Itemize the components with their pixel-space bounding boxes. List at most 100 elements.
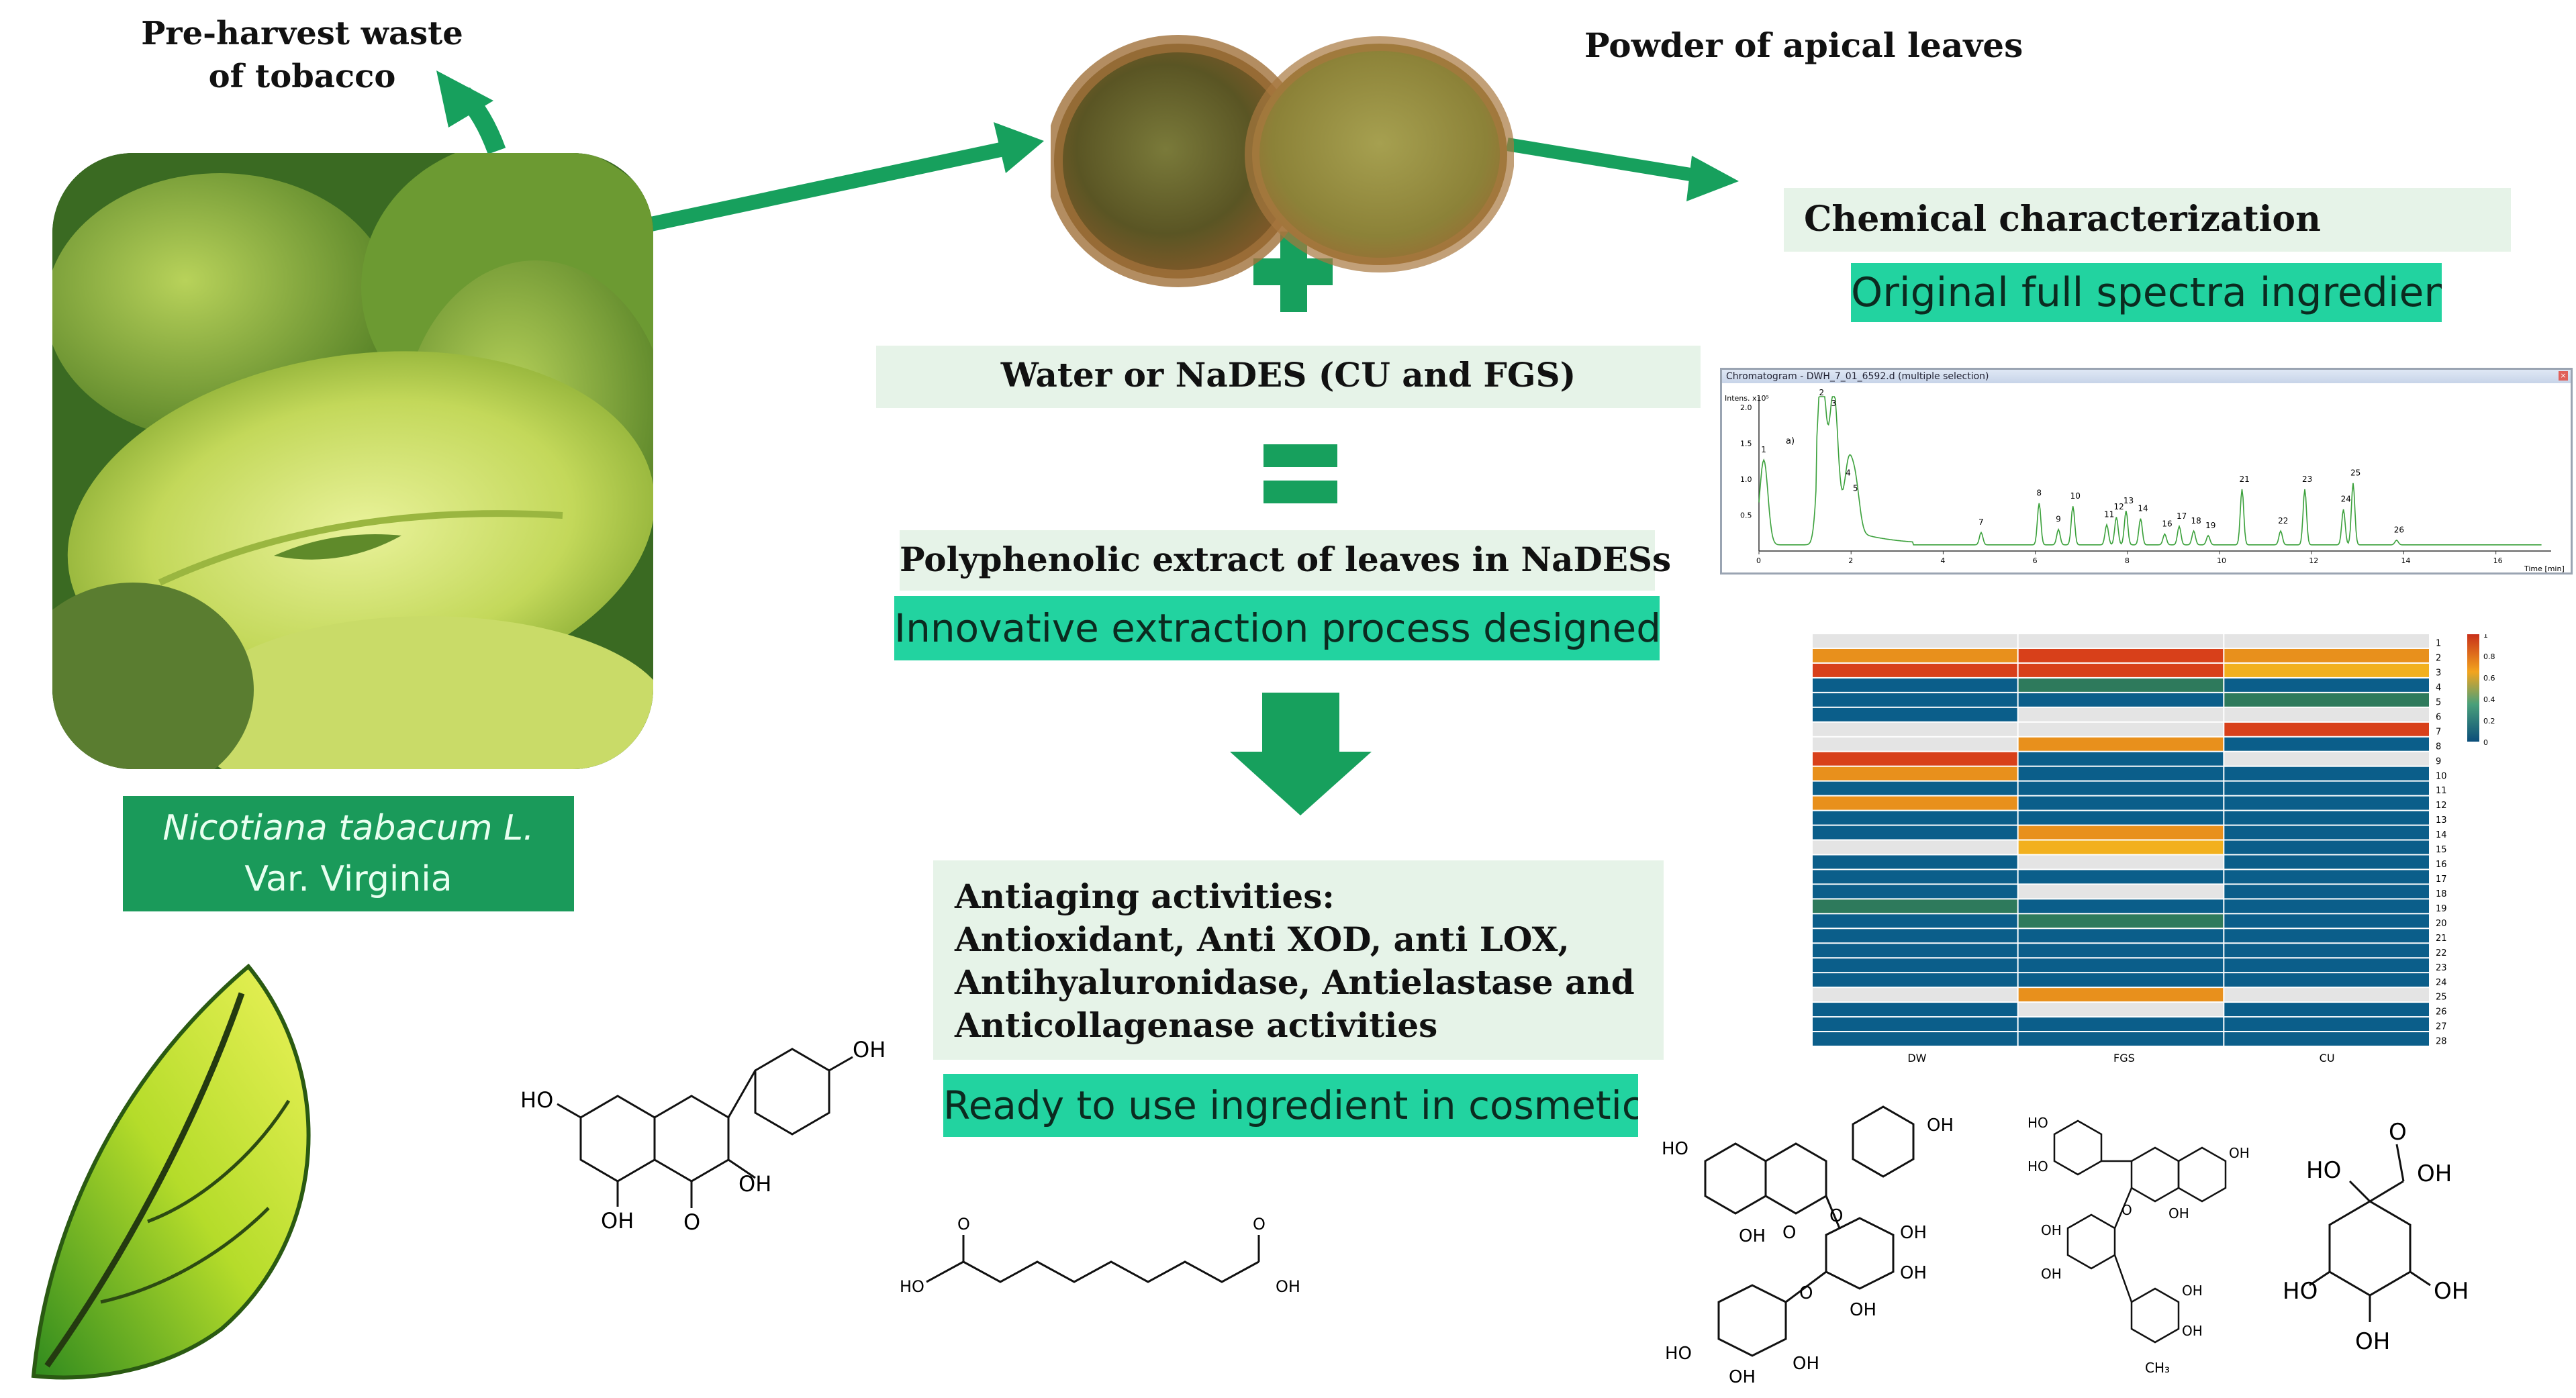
- chrom-y-tick-label: 2.0: [1740, 403, 1752, 412]
- chrom-peak-label: 3: [1831, 399, 1837, 408]
- colorbar-tick-label: 0.4: [2483, 695, 2495, 704]
- chrom-panel-label: a): [1786, 436, 1795, 446]
- heatmap-row-label: 17: [2436, 875, 2447, 885]
- chrom-y-tick-label: 1.0: [1740, 475, 1752, 484]
- heatmap-row-label: 24: [2436, 978, 2447, 988]
- gly1-t0: HO: [1662, 1139, 1688, 1159]
- heatmap-cell: [1813, 663, 2017, 677]
- heatmap-row-label: 25: [2436, 993, 2447, 1003]
- antiaging-box: Antiaging activities: Antioxidant, Anti …: [933, 860, 1664, 1060]
- chrom-x-label: Time [min]: [2524, 564, 2565, 572]
- down-arrow-head: [1230, 752, 1372, 815]
- azelaic-acid-structure: HO OH O O: [900, 1215, 1300, 1296]
- heatmap-row-label: 12: [2436, 801, 2447, 811]
- heatmap-cell: [1813, 722, 2017, 736]
- chrom-x-tick-label: 10: [2217, 556, 2226, 565]
- antiaging-line4: Anticollagenase activities: [955, 1005, 1438, 1045]
- chrom-peak-label: 24: [2341, 495, 2351, 504]
- heatmap-cell: [1813, 929, 2017, 943]
- azel-ho: HO: [900, 1277, 924, 1296]
- azel-o2: O: [1253, 1215, 1266, 1234]
- heatmap-row-label: 28: [2436, 1037, 2447, 1047]
- leaf-icon: [31, 963, 311, 1380]
- chrom-peak-label: 22: [2278, 516, 2288, 526]
- chrom-peak-label: 25: [2350, 468, 2360, 478]
- chrom-x-tick-label: 2: [1848, 556, 1853, 565]
- species-variety: Var. Virginia: [244, 859, 452, 899]
- heatmap-cell: [2224, 929, 2429, 943]
- down-arrow-shaft: [1262, 693, 1339, 753]
- heatmap-col-label: CU: [2320, 1052, 2335, 1064]
- heatmap-cell: [2224, 752, 2429, 766]
- heatmap-cell: [2018, 634, 2224, 648]
- arrowhead-photo-to-powder: [994, 122, 1044, 173]
- heatmap-col-label: DW: [1907, 1052, 1926, 1064]
- heatmap-cell: [1813, 648, 2017, 662]
- heatmap-cell: [2018, 663, 2224, 677]
- heatmap-cell: [2224, 663, 2429, 677]
- heatmap-cell: [2018, 796, 2224, 810]
- heatmap-cell: [1813, 1003, 2017, 1017]
- heatmap-cell: [2224, 958, 2429, 972]
- colorbar-tick-label: 0.2: [2483, 717, 2495, 726]
- tobacco-photo-illustration: [52, 153, 653, 769]
- polyphenolic-box: Polyphenolic extract of leaves in NaDESs: [900, 530, 1672, 591]
- chromatogram-title: Chromatogram - DWH_7_01_6592.d (multiple…: [1722, 370, 2571, 383]
- kaem-oh2: OH: [738, 1171, 771, 1197]
- chrom-peak-label: 21: [2240, 475, 2250, 484]
- heatmap-cell: [2224, 1003, 2429, 1017]
- heatmap-cell: [2224, 781, 2429, 795]
- heatmap-cell: [2018, 855, 2224, 869]
- heatmap-cell: [2224, 707, 2429, 721]
- heatmap-cell: [1813, 781, 2017, 795]
- heatmap-cell: [1813, 1032, 2017, 1046]
- heatmap-cell: [2018, 899, 2224, 913]
- chrom-y-label: Intens. x10⁵: [1725, 394, 1769, 403]
- heatmap-cell: [2224, 737, 2429, 751]
- azel-o1: O: [957, 1215, 970, 1234]
- heatmap-row-label: 20: [2436, 919, 2447, 929]
- heatmap-cell: [2018, 693, 2224, 707]
- chrom-peak-label: 26: [2394, 526, 2404, 535]
- chrom-peak-label: 7: [1978, 517, 1984, 527]
- heatmap-cell: [2018, 707, 2224, 721]
- chrom-x-tick-label: 6: [2033, 556, 2038, 565]
- heatmap-colorbar: [2467, 634, 2479, 742]
- glycoside2-structure: HO HO OH O OH OH OH OH OH CH₃: [2028, 1115, 2250, 1376]
- polyphenolic-label: Polyphenolic extract of leaves in NaDESs: [900, 540, 1672, 579]
- heatmap-cell: [1813, 766, 2017, 781]
- gly1-t7: OH: [1850, 1300, 1876, 1320]
- chemical-box: Chemical characterization: [1784, 188, 2511, 252]
- arrow-photo-to-powder: [646, 142, 1006, 232]
- heatmap-cell: [1813, 899, 2017, 913]
- gly2-t2: OH: [2229, 1145, 2250, 1161]
- gly1-t2: OH: [1739, 1226, 1766, 1246]
- heatmap-row-label: 2: [2436, 654, 2441, 664]
- chrom-trace: [1758, 396, 2542, 546]
- gly2-t9: CH₃: [2145, 1360, 2170, 1376]
- heatmap-cell: [2018, 944, 2224, 958]
- quin-oh3: OH: [2355, 1328, 2390, 1355]
- chrom-peak-label: 9: [2056, 515, 2061, 524]
- heatmap-cell: [2224, 648, 2429, 662]
- chrom-peak-label: 19: [2205, 521, 2215, 530]
- heatmap-cell: [1813, 811, 2017, 825]
- gly1-t3: O: [1782, 1223, 1796, 1243]
- heatmap-plot: 1234567891011121314151617181920212223242…: [1813, 634, 2495, 1064]
- close-icon[interactable]: ×: [2559, 371, 2568, 381]
- heatmap-cell: [2224, 811, 2429, 825]
- heatmap-cell: [2224, 973, 2429, 987]
- gly1-t4: O: [1829, 1206, 1843, 1226]
- chrom-x-tick-label: 12: [2309, 556, 2318, 565]
- heatmap-cell: [2018, 1003, 2224, 1017]
- gly2-t0: HO: [2028, 1115, 2048, 1131]
- heatmap-cell: [1813, 914, 2017, 928]
- arrowhead-powder-to-chem: [1686, 156, 1739, 201]
- heatmap-row-label: 22: [2436, 948, 2447, 958]
- equals-top: [1263, 444, 1337, 467]
- quin-ho2: HO: [2283, 1278, 2318, 1305]
- gly2-t3: O: [2121, 1202, 2132, 1218]
- heatmap-cell: [2018, 648, 2224, 662]
- gly2-t1: HO: [2028, 1158, 2048, 1175]
